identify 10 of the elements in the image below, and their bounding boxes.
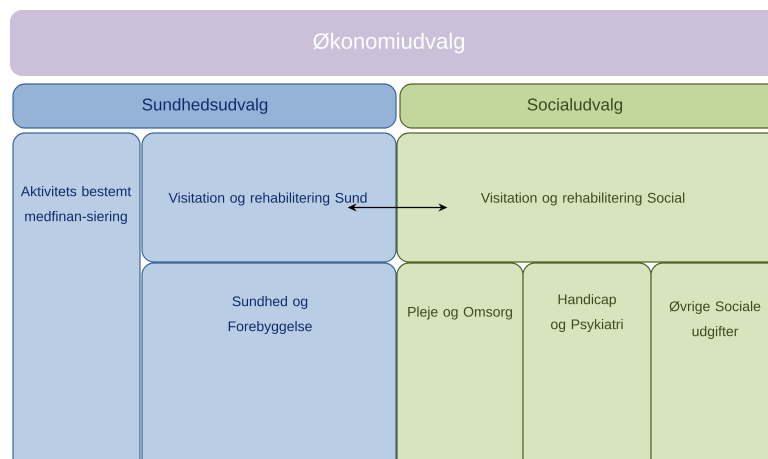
committee-header: Sundhedsudvalg bbox=[12, 83, 397, 129]
committee-header: Socialudvalg bbox=[399, 83, 768, 129]
budget-box: Pleje og Omsorg bbox=[396, 262, 524, 459]
budget-box: Handicap og Psykiatri bbox=[522, 262, 652, 459]
budget-box: Sundhed og Forebyggelse bbox=[141, 262, 397, 459]
budget-box: Visitation og rehabilitering Sund bbox=[141, 132, 397, 263]
budget-box: Aktivitets bestemt medfinan-siering bbox=[12, 132, 141, 459]
budget-box: Visitation og rehabilitering Social bbox=[396, 132, 768, 263]
committee-band: Økonomiudvalg bbox=[10, 10, 768, 76]
budget-box: Øvrige Sociale udgifter bbox=[650, 262, 768, 459]
